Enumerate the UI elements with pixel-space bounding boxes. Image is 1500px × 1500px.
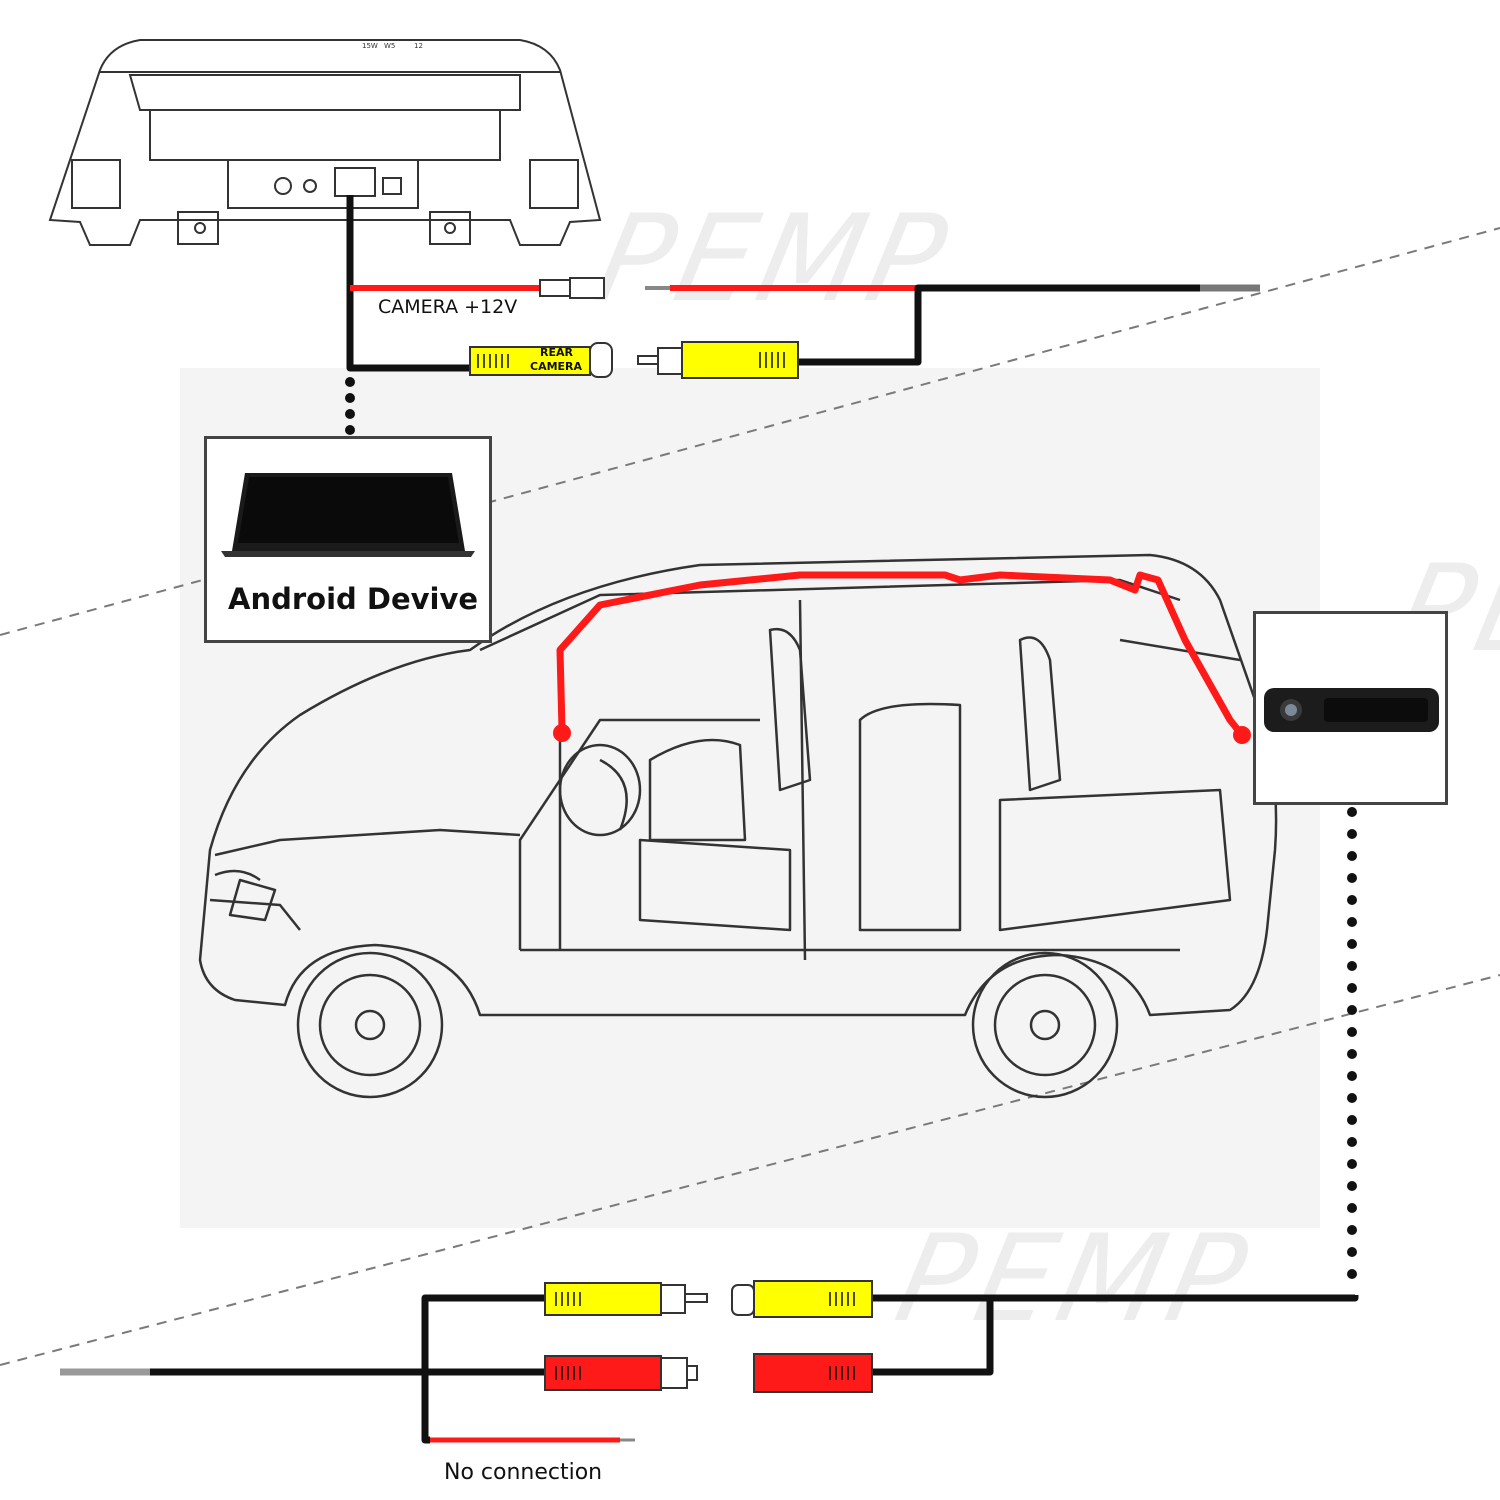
dot bbox=[1347, 983, 1357, 993]
rca-rear-camera-female bbox=[469, 342, 613, 378]
dot bbox=[1347, 1049, 1357, 1059]
dot bbox=[1347, 807, 1357, 817]
dot bbox=[1347, 1181, 1357, 1191]
mark-1: 15W bbox=[362, 42, 378, 50]
camera-handle-image bbox=[1264, 688, 1439, 732]
cable-end-front bbox=[553, 724, 571, 742]
dot bbox=[1347, 961, 1357, 971]
rca-male-top bbox=[637, 341, 799, 379]
dot bbox=[1347, 1247, 1357, 1257]
dot bbox=[1347, 1093, 1357, 1103]
dot bbox=[1347, 1269, 1357, 1279]
harness-top bbox=[346, 195, 1260, 372]
dot bbox=[1347, 1005, 1357, 1015]
harness-bottom bbox=[60, 1294, 1359, 1444]
rca-yellow-male-bottom bbox=[544, 1282, 708, 1316]
mark-3: 12 bbox=[414, 42, 423, 50]
rca-yellow-female-bottom bbox=[731, 1280, 873, 1318]
cable-end-rear bbox=[1233, 726, 1251, 744]
dot bbox=[1347, 1137, 1357, 1147]
rear-camera-label-line1: REAR bbox=[540, 346, 573, 359]
mark-2: W5 bbox=[384, 42, 395, 50]
head-unit-marks: 15W W5 12 bbox=[362, 42, 423, 50]
dot bbox=[1347, 1159, 1357, 1169]
dot bbox=[1347, 829, 1357, 839]
dotted-link-device bbox=[345, 377, 355, 435]
rear-camera-label-line2: CAMERA bbox=[530, 360, 583, 373]
dot bbox=[1347, 939, 1357, 949]
car-illustration bbox=[198, 553, 1278, 1099]
camera-box bbox=[1253, 611, 1448, 805]
dot bbox=[1347, 1027, 1357, 1037]
android-device-box: Android Devive bbox=[204, 436, 492, 643]
no-connection-label: No connection bbox=[444, 1460, 603, 1485]
dot bbox=[1347, 1115, 1357, 1125]
dot bbox=[1347, 917, 1357, 927]
rca-red-male-bottom bbox=[544, 1355, 698, 1391]
device-label: Android Devive bbox=[228, 582, 479, 616]
dot bbox=[1347, 1071, 1357, 1081]
dot bbox=[1347, 851, 1357, 861]
dot bbox=[1347, 895, 1357, 905]
dot bbox=[1347, 1225, 1357, 1235]
camera-power-label: CAMERA +12V bbox=[378, 296, 518, 318]
dot bbox=[1347, 873, 1357, 883]
camera-cable-route bbox=[556, 571, 1246, 739]
device-screen-image bbox=[221, 473, 475, 557]
rca-red-female-bottom bbox=[753, 1353, 873, 1393]
power-connector bbox=[539, 277, 605, 299]
head-unit bbox=[48, 39, 602, 246]
dot bbox=[1347, 1203, 1357, 1213]
dotted-link-camera bbox=[1347, 807, 1357, 1279]
